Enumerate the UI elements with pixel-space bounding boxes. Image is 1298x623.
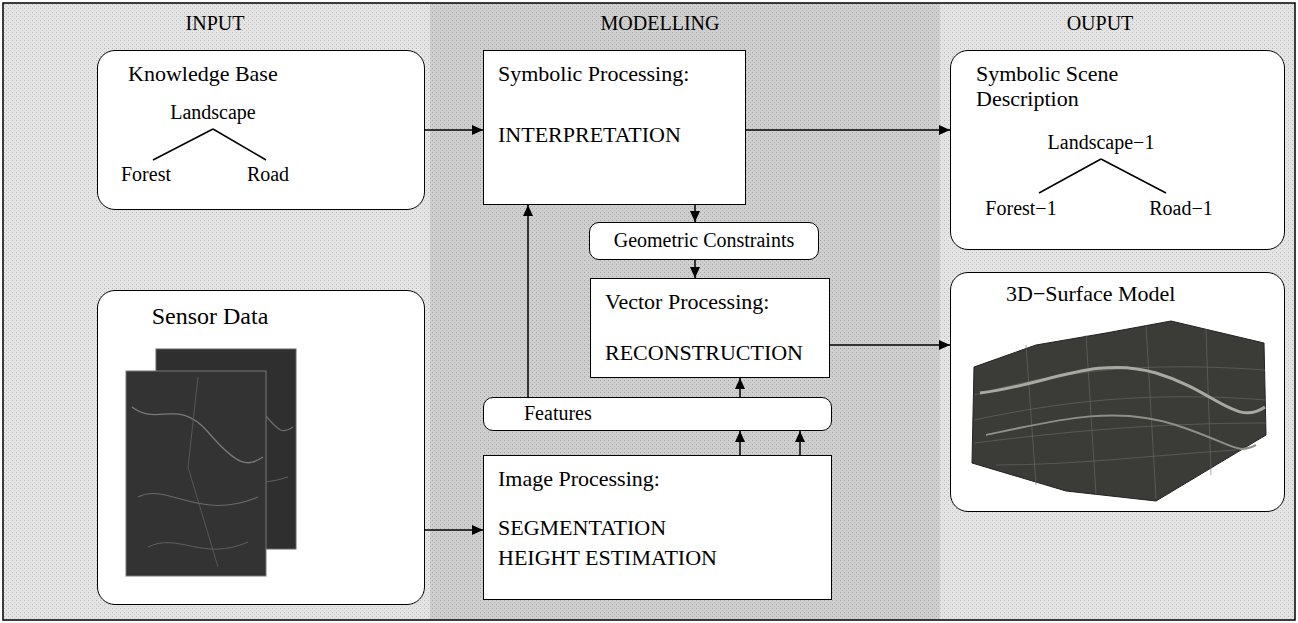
flow-arrow — [694, 260, 696, 278]
box-title: Symbolic Scene Description — [976, 61, 1166, 112]
flow-arrow — [739, 378, 741, 397]
process-name: HEIGHT ESTIMATION — [498, 545, 717, 570]
box-title: Image Processing: — [498, 466, 660, 491]
tree-label: Landscape — [170, 101, 256, 124]
box-title: Knowledge Base — [128, 61, 278, 86]
tree-label: Road−1 — [1149, 197, 1213, 220]
tree-label: Forest — [121, 163, 171, 186]
box-title: Symbolic Processing: — [498, 61, 689, 86]
column-heading: MODELLING — [601, 12, 720, 35]
process-name: INTERPRETATION — [498, 122, 681, 147]
outer-frame — [3, 3, 1295, 620]
input-box: Sensor Data — [97, 290, 425, 605]
column-heading: INPUT — [186, 12, 245, 35]
flow-arrow — [694, 205, 696, 222]
box-title: Vector Processing: — [605, 289, 769, 314]
process-name: RECONSTRUCTION — [605, 340, 803, 365]
column-heading: OUPUT — [1067, 12, 1134, 35]
modelling-panel — [430, 3, 940, 620]
output-box: 3D−Surface Model — [950, 272, 1285, 512]
tree-label: Road — [247, 163, 289, 186]
flow-arrow — [830, 344, 950, 346]
flow-arrow — [425, 529, 483, 531]
box-title: 3D−Surface Model — [1006, 281, 1175, 306]
flow-arrow — [739, 431, 741, 455]
data-label: Features — [524, 402, 592, 425]
flow-arrow — [425, 129, 483, 131]
input-box: Knowledge BaseLandscapeForest Road — [97, 50, 425, 210]
tree-label: Landscape−1 — [1048, 131, 1155, 154]
process-box: Vector Processing: RECONSTRUCTION — [590, 278, 830, 378]
process-name: SEGMENTATION — [498, 515, 666, 540]
flow-arrow — [527, 205, 529, 397]
output-panel — [940, 3, 1295, 620]
box-title: Sensor Data — [152, 303, 269, 331]
process-box: Symbolic Processing: INTERPRETATION — [483, 50, 746, 205]
sensor-images — [108, 347, 308, 587]
data-bar: Geometric Constraints — [589, 222, 819, 260]
data-label: Geometric Constraints — [614, 229, 795, 252]
flow-arrow — [746, 129, 950, 131]
data-bar: Features — [483, 397, 832, 431]
terrain-surface — [966, 315, 1271, 505]
input-panel — [3, 3, 430, 620]
process-box: Image Processing: SEGMENTATION HEIGHT ESTI… — [483, 455, 832, 600]
tree-label: Forest−1 — [985, 197, 1056, 220]
flow-arrow — [799, 431, 801, 455]
output-box: Symbolic Scene DescriptionLandscape−1For… — [950, 50, 1285, 250]
